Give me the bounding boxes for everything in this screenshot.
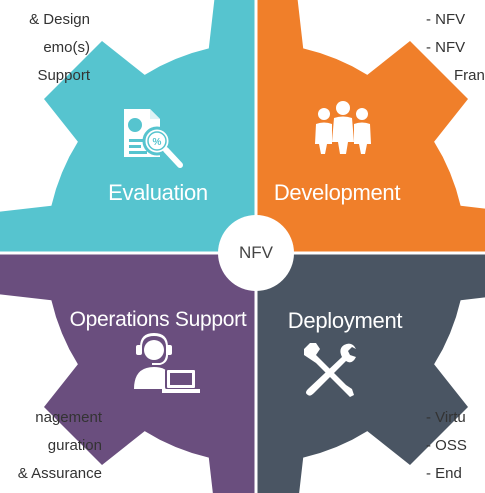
operations-detail-list: nagement guration & Assurance: [0, 404, 102, 488]
evaluation-detail-list: & Design emo(s) Support: [0, 6, 90, 90]
development-detail-item: - NFV: [426, 11, 466, 28]
evaluation-detail-item: emo(s): [43, 39, 90, 56]
deployment-label: Deployment: [287, 308, 403, 333]
svg-text:%: %: [153, 137, 162, 148]
operations-support-label: Operations Support: [69, 308, 247, 331]
support-agent-icon: [134, 333, 200, 393]
nfv-center-hub: NFV: [218, 215, 294, 291]
tools-icon: [304, 343, 356, 397]
operations-detail-item: guration: [47, 437, 102, 454]
evaluation-label: Evaluation: [108, 180, 208, 205]
deployment-detail-item: - OSS: [426, 437, 467, 454]
deployment-detail-list: - Virtu - OSS - End: [426, 404, 467, 488]
evaluation-detail-item: Support: [37, 67, 90, 84]
deployment-detail-item: - Virtu: [426, 409, 466, 426]
document-search-icon: %: [124, 109, 183, 168]
development-detail-item: Fran: [454, 67, 485, 84]
team-icon: [315, 101, 371, 154]
development-label: Development: [273, 180, 401, 205]
operations-detail-item: nagement: [35, 409, 102, 426]
development-detail-list: - NFV - NFV Fran: [426, 6, 485, 90]
operations-detail-item: & Assurance: [17, 465, 102, 482]
deployment-detail-item: - End: [426, 465, 462, 482]
evaluation-detail-item: & Design: [29, 11, 90, 28]
development-detail-item: - NFV: [426, 39, 466, 56]
